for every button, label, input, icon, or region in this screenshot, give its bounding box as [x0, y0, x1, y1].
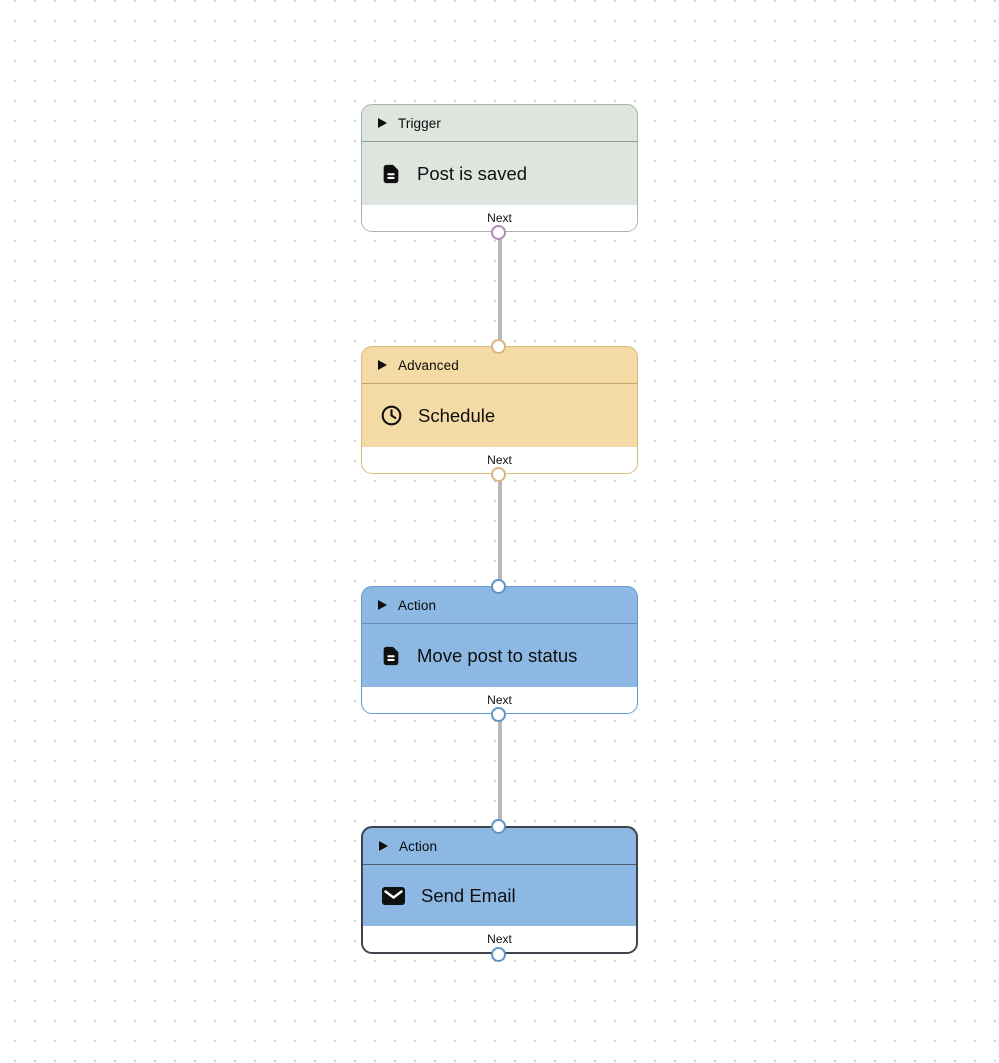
node-title: Post is saved — [417, 162, 528, 184]
output-port-action-send-email[interactable] — [491, 947, 506, 962]
input-port-action-move-post[interactable] — [491, 579, 506, 594]
node-category-label: Action — [398, 597, 437, 613]
caret-right-icon[interactable] — [378, 600, 387, 610]
node-title: Move post to status — [417, 644, 578, 666]
node-action-move-post-to-status[interactable]: Action Move post to status Next — [361, 586, 638, 714]
output-port-advanced[interactable] — [491, 467, 506, 482]
connector-edge-trigger-to-advanced[interactable] — [498, 232, 502, 346]
caret-right-icon[interactable] — [378, 360, 387, 370]
envelope-icon — [381, 886, 406, 906]
next-label: Next — [487, 693, 512, 707]
input-port-action-send-email[interactable] — [491, 819, 506, 834]
node-category-label: Trigger — [398, 115, 441, 131]
next-label: Next — [487, 211, 512, 225]
node-category-label: Advanced — [398, 357, 459, 373]
input-port-advanced[interactable] — [491, 339, 506, 354]
node-header[interactable]: Action — [362, 587, 637, 624]
node-body[interactable]: Move post to status — [362, 624, 637, 687]
node-category-label: Action — [399, 838, 438, 854]
document-icon — [380, 645, 402, 667]
connector-edge-action1-to-action2[interactable] — [498, 714, 502, 826]
document-icon — [380, 163, 402, 185]
node-trigger-post-is-saved[interactable]: Trigger Post is saved Next — [361, 104, 638, 232]
node-body[interactable]: Send Email — [363, 865, 636, 926]
output-port-action-move-post[interactable] — [491, 707, 506, 722]
node-body[interactable]: Schedule — [362, 384, 637, 447]
node-body[interactable]: Post is saved — [362, 142, 637, 205]
node-header[interactable]: Action — [363, 828, 636, 865]
connector-edge-advanced-to-action1[interactable] — [498, 474, 502, 586]
next-label: Next — [487, 932, 512, 946]
node-title: Schedule — [418, 404, 496, 426]
clock-icon — [380, 404, 403, 427]
node-header[interactable]: Advanced — [362, 347, 637, 384]
node-header[interactable]: Trigger — [362, 105, 637, 142]
node-advanced-schedule[interactable]: Advanced Schedule Next — [361, 346, 638, 474]
next-label: Next — [487, 453, 512, 467]
caret-right-icon[interactable] — [379, 841, 388, 851]
output-port-trigger[interactable] — [491, 225, 506, 240]
caret-right-icon[interactable] — [378, 118, 387, 128]
node-action-send-email[interactable]: Action Send Email Next — [361, 826, 638, 954]
node-title: Send Email — [421, 884, 516, 906]
